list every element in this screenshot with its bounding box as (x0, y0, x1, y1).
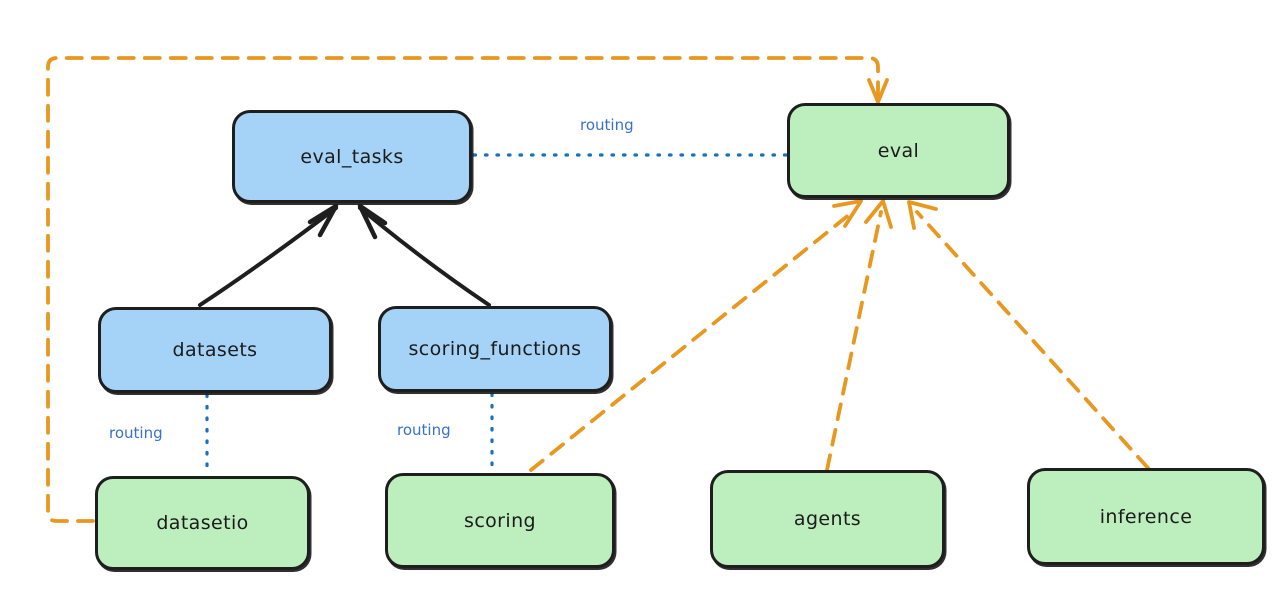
edge-label-routing-datasets-datasetio: routing (109, 424, 163, 442)
node-datasetio-label: datasetio (156, 512, 249, 534)
node-datasetio[interactable]: datasetio (95, 476, 310, 570)
node-datasets-label: datasets (172, 339, 258, 361)
dependency-edge-inference-eval (907, 200, 1150, 470)
edge-label-routing-scoring-functions-scoring: routing (397, 421, 451, 439)
node-agents[interactable]: agents (710, 470, 945, 568)
composition-edge-datasets-eval-tasks (198, 203, 339, 307)
node-eval[interactable]: eval (787, 103, 1010, 198)
dependency-edge-agents-eval (825, 199, 893, 472)
node-scoring-label: scoring (464, 509, 536, 532)
edge-label-routing-eval-tasks-eval: routing (580, 116, 634, 134)
node-inference-label: inference (1099, 505, 1193, 528)
node-eval-label: eval (877, 139, 920, 162)
node-agents-label: agents (793, 508, 862, 530)
composition-edge-scoring-functions-eval-tasks (357, 203, 491, 307)
node-inference[interactable]: inference (1027, 468, 1265, 565)
node-eval-tasks[interactable]: eval_tasks (232, 110, 472, 203)
node-eval-tasks-label: eval_tasks (300, 145, 404, 168)
node-scoring[interactable]: scoring (385, 473, 615, 568)
node-datasets[interactable]: datasets (98, 307, 332, 393)
node-scoring-functions-label: scoring_functions (408, 338, 582, 360)
node-scoring-functions[interactable]: scoring_functions (378, 306, 612, 392)
